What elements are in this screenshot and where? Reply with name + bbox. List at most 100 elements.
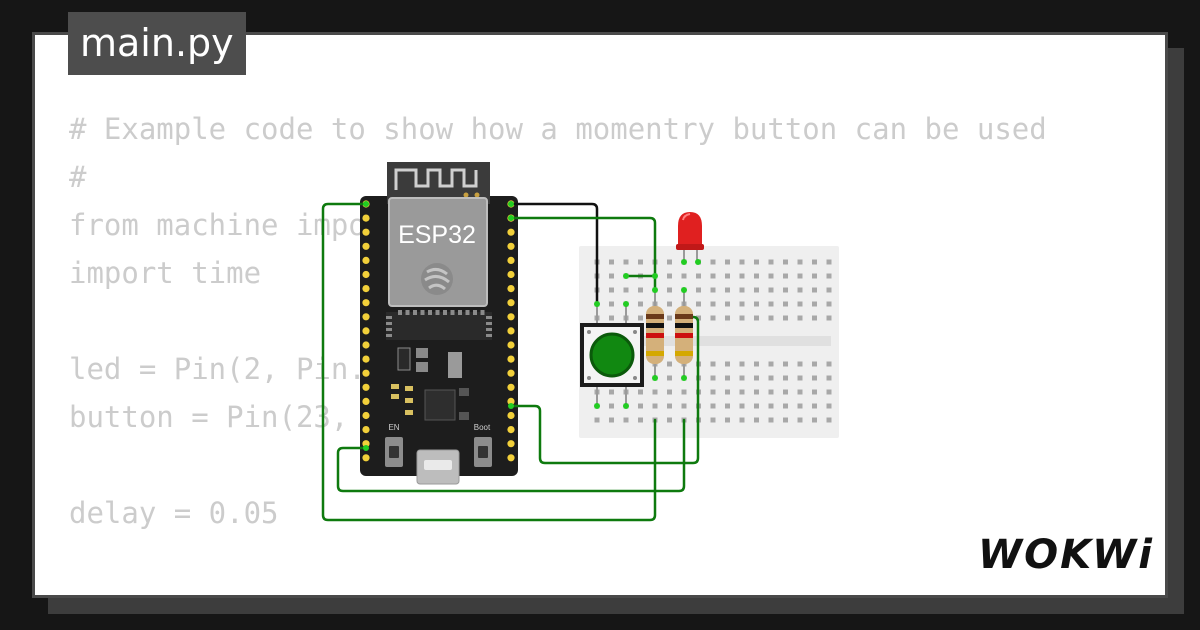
file-tab[interactable]: main.py <box>68 12 246 75</box>
connection-dot <box>652 273 658 279</box>
module-pad <box>486 322 492 325</box>
header-pin <box>507 285 515 293</box>
breadboard-hole <box>797 389 803 395</box>
breadboard-hole <box>783 375 788 381</box>
breadboard-hole <box>609 403 614 409</box>
breadboard-hole <box>797 375 803 381</box>
connection-dot <box>508 201 514 207</box>
connection-dot <box>594 403 600 409</box>
connection-dot <box>681 259 687 265</box>
esp32-board[interactable]: ESP32 EN Boot <box>360 162 518 485</box>
breadboard-hole <box>783 403 788 409</box>
breadboard-hole <box>826 375 832 381</box>
breadboard-hole <box>710 273 716 279</box>
breadboard-hole <box>725 301 730 307</box>
breadboard-hole <box>768 301 774 307</box>
breadboard-hole <box>710 315 716 321</box>
breadboard-hole <box>739 315 745 321</box>
breadboard-hole <box>754 273 759 279</box>
code-line: # Example code to show how a momentry bu… <box>69 112 1047 146</box>
breadboard-hole <box>725 403 730 409</box>
header-pin <box>362 454 370 462</box>
header-pin <box>362 214 370 222</box>
breadboard-hole <box>638 315 643 321</box>
breadboard-hole <box>783 417 788 423</box>
breadboard-hole <box>812 389 817 395</box>
push-button[interactable] <box>580 304 644 405</box>
breadboard-hole <box>768 259 774 265</box>
module-pads <box>386 310 492 337</box>
breadboard-hole <box>797 259 803 265</box>
header-pin <box>507 411 515 420</box>
breadboard-hole <box>739 273 745 279</box>
connection-dot <box>508 403 514 409</box>
header-pin <box>362 256 370 264</box>
header-pin <box>507 426 515 434</box>
button-cap[interactable] <box>589 332 635 378</box>
breadboard-hole <box>812 361 817 367</box>
breadboard-hole <box>826 287 832 293</box>
module-pad <box>486 316 492 319</box>
breadboard-hole <box>783 259 788 265</box>
red-led[interactable] <box>676 212 704 262</box>
breadboard-hole <box>812 287 817 293</box>
breadboard-hole <box>739 375 745 381</box>
breadboard-hole <box>667 417 672 423</box>
breadboard-hole <box>739 287 745 293</box>
breadboard-hole <box>710 417 716 423</box>
breadboard-hole <box>710 301 716 307</box>
breadboard-hole <box>739 403 745 409</box>
breadboard-hole <box>783 361 788 367</box>
breadboard-hole <box>754 375 759 381</box>
code-line: import time <box>69 256 262 290</box>
header-pin <box>507 369 515 377</box>
breadboard-hole <box>768 403 774 409</box>
header-pin <box>362 242 370 250</box>
breadboard-hole <box>812 417 817 423</box>
header-pin <box>507 299 515 307</box>
usb-chip <box>424 389 456 421</box>
header-pin <box>362 228 370 236</box>
connection-dot <box>363 445 369 451</box>
breadboard-hole <box>667 361 672 367</box>
breadboard-hole <box>667 287 672 293</box>
en-label: EN <box>388 423 399 432</box>
breadboard-hole <box>739 301 745 307</box>
breadboard-hole <box>768 315 774 321</box>
breadboard-hole <box>739 417 745 423</box>
header-pin <box>362 299 370 307</box>
wire-gpio-en <box>336 418 686 493</box>
resistor-1[interactable] <box>646 292 664 378</box>
breadboard-hole <box>783 315 788 321</box>
connection-dot <box>363 201 369 207</box>
breadboard-hole <box>652 389 658 395</box>
breadboard-hole <box>812 301 817 307</box>
breadboard-hole <box>667 315 672 321</box>
module-pad <box>386 328 392 331</box>
breadboard-hole <box>826 301 832 307</box>
breadboard-hole <box>725 361 730 367</box>
header-pin <box>507 397 515 405</box>
breadboard-hole <box>768 273 774 279</box>
breadboard-hole <box>797 287 803 293</box>
breadboard-hole <box>739 389 745 395</box>
breadboard-hole <box>667 389 672 395</box>
breadboard-hole <box>768 417 774 423</box>
resistor-2[interactable] <box>675 292 693 378</box>
wire-gpio-button <box>509 315 700 465</box>
wire-to-led <box>509 216 657 292</box>
breadboard-hole <box>652 403 658 409</box>
breadboard-hole <box>797 315 803 321</box>
header-pin <box>362 369 370 377</box>
breadboard-hole <box>826 417 832 423</box>
breadboard-hole <box>609 301 614 307</box>
breadboard-hole <box>754 259 759 265</box>
breadboard-hole <box>696 301 701 307</box>
breadboard-hole <box>638 259 643 265</box>
breadboard-hole <box>710 389 716 395</box>
breadboard-hole <box>826 259 832 265</box>
breadboard-hole <box>623 287 629 293</box>
breadboard-hole <box>797 403 803 409</box>
module-pad <box>486 328 492 331</box>
